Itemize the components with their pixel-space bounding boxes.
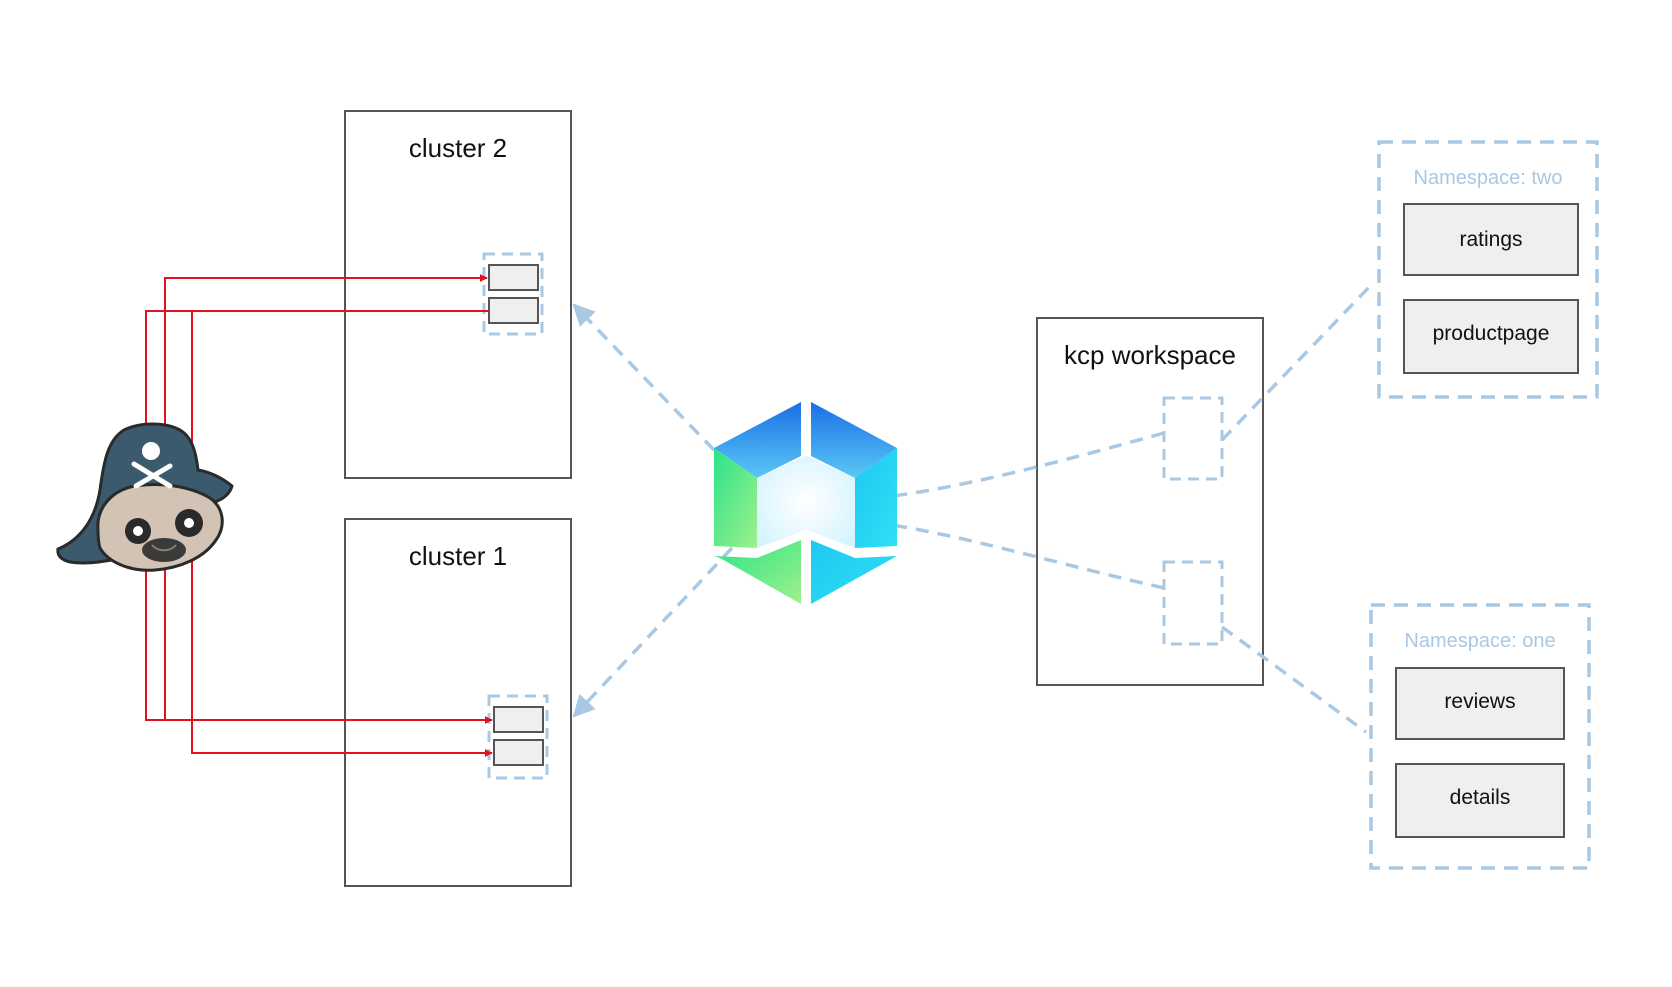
service-productpage-label: productpage	[1433, 322, 1550, 345]
service-reviews-label: reviews	[1444, 690, 1515, 713]
sync-link-ns-two	[1220, 280, 1376, 442]
cluster-2-synced-services	[482, 252, 544, 336]
cluster-1-synced-services	[487, 694, 549, 780]
service-productpage: productpage	[1403, 299, 1579, 374]
service-details-label: details	[1450, 786, 1511, 809]
synced-service-slot	[488, 297, 539, 324]
cluster-1-label: cluster 1	[409, 541, 507, 571]
namespace-one-box: Namespace: one reviews details	[1369, 603, 1591, 870]
namespace-one-label: Namespace: one	[1404, 630, 1555, 652]
cluster-2-label: cluster 2	[409, 133, 507, 163]
kcp-workspace-label: kcp workspace	[1064, 340, 1236, 370]
kcp-hexagon-logo-icon	[714, 402, 897, 604]
namespace-two-box: Namespace: two ratings productpage	[1377, 140, 1599, 399]
workspace-namespace-slot-one	[1162, 560, 1224, 646]
sync-link-ns-one	[1220, 625, 1368, 734]
synced-service-slot	[493, 739, 544, 766]
synced-service-slot	[488, 264, 539, 291]
service-reviews: reviews	[1395, 667, 1565, 740]
cluster-1-box: cluster 1	[344, 518, 572, 887]
service-ratings-label: ratings	[1459, 228, 1522, 251]
service-details: details	[1395, 763, 1565, 838]
pirate-pug-icon	[56, 422, 234, 572]
sync-link-hub-to-cluster2	[572, 303, 716, 452]
kcp-workspace-box: kcp workspace	[1036, 317, 1264, 686]
route-to-cluster2-upper	[164, 274, 488, 435]
namespace-two-label: Namespace: two	[1414, 167, 1563, 189]
synced-service-slot	[493, 706, 544, 733]
sync-link-hub-to-cluster1	[572, 546, 734, 718]
cluster-2-box: cluster 2	[344, 110, 572, 479]
service-ratings: ratings	[1403, 203, 1579, 276]
